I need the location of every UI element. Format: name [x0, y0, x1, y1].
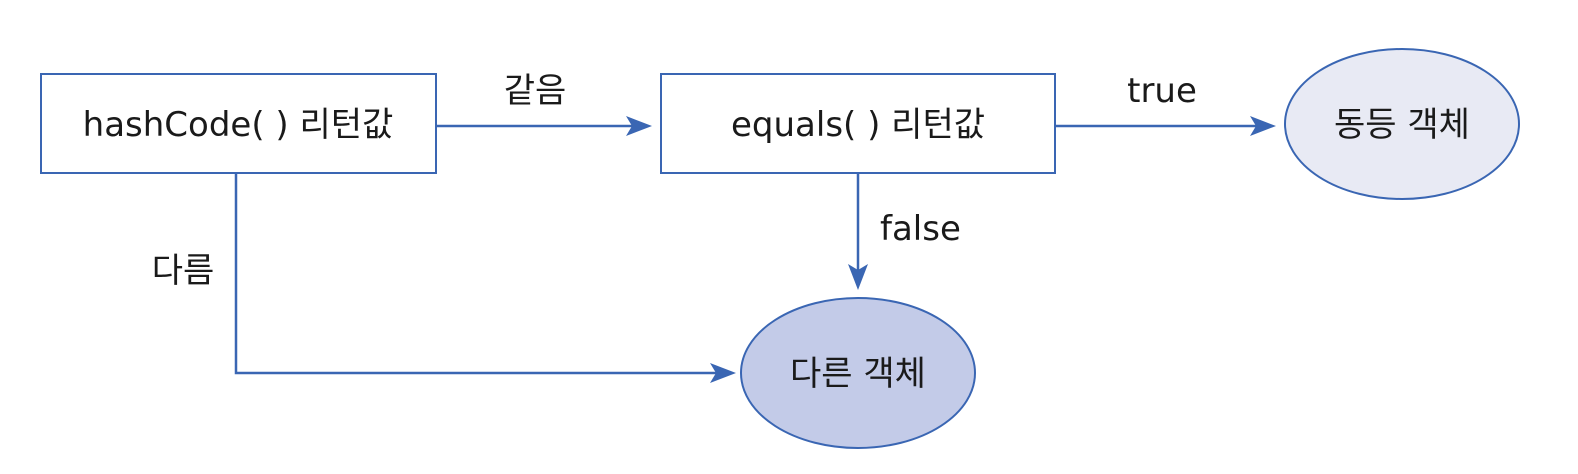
hashcode-box-label: hashCode( ) 리턴값: [83, 105, 394, 145]
equal-object-ellipse: [1284, 48, 1520, 200]
equal-object-node: 동등 객체: [1284, 48, 1520, 200]
equal-object-label: 동등 객체: [1334, 105, 1470, 145]
hashcode-node: hashCode( ) 리턴값: [40, 73, 437, 174]
edge-true-arrowhead: [1250, 116, 1276, 136]
edge-same-label: 같음: [504, 71, 567, 111]
hashcode-box: [40, 73, 437, 174]
edge-true-label: true: [1127, 71, 1197, 111]
different-object-node: 다른 객체: [740, 297, 976, 449]
edge-different-line: [234, 173, 716, 375]
edge-different-label: 다름: [152, 251, 215, 291]
edge-different: 다름: [152, 173, 736, 383]
edge-true: true: [1055, 71, 1276, 136]
edge-same-arrowhead: [626, 116, 652, 136]
edge-false-arrowhead: [848, 264, 868, 290]
equals-box-label: equals( ) 리턴값: [731, 105, 985, 145]
different-object-ellipse: [740, 297, 976, 449]
equals-box: [660, 73, 1056, 174]
edge-same: 같음: [436, 71, 652, 136]
edge-different-arrowhead: [710, 363, 736, 383]
edge-false-label: false: [880, 209, 961, 249]
edge-false: false: [848, 173, 961, 290]
equals-node: equals( ) 리턴값: [660, 73, 1056, 174]
different-object-label: 다른 객체: [790, 354, 926, 394]
